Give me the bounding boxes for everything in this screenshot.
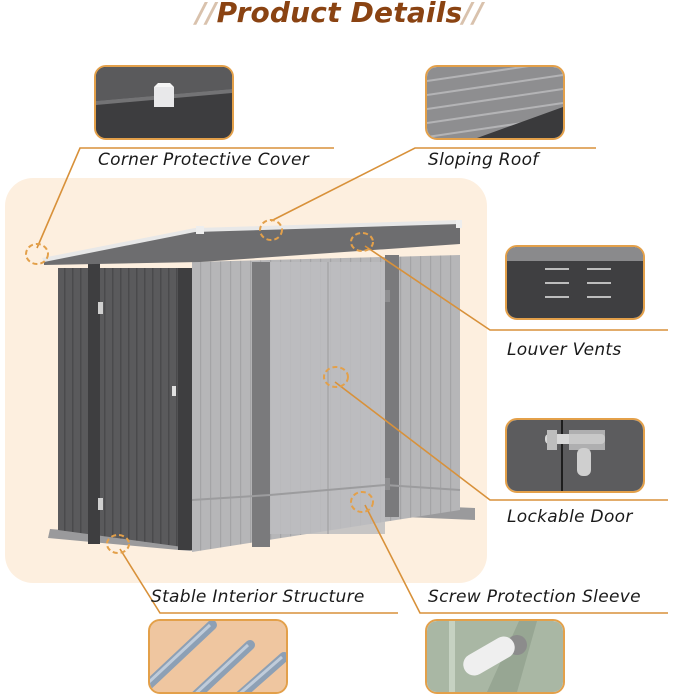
leader-line-screw — [364, 504, 668, 614]
title-text: Product Details — [216, 0, 463, 29]
thumb-lockable-door — [505, 418, 645, 493]
leader-line-roof — [270, 147, 596, 222]
label-stable-interior-structure: Stable Interior Structure — [151, 587, 365, 607]
label-corner-protective-cover: Corner Protective Cover — [98, 150, 309, 170]
thumb-interior-structure — [148, 619, 288, 694]
label-screw-protection-sleeve: Screw Protection Sleeve — [428, 587, 641, 607]
thumb-screw-sleeve — [425, 619, 565, 694]
label-louver-vents: Louver Vents — [507, 340, 622, 360]
leader-line-structure — [119, 548, 398, 614]
label-lockable-door: Lockable Door — [507, 507, 633, 527]
thumb-sloping-roof — [425, 65, 565, 140]
title-decoration-right: // — [462, 0, 484, 29]
thumb-louver-vents — [505, 245, 645, 320]
leader-line-corner — [36, 147, 334, 249]
label-sloping-roof: Sloping Roof — [428, 150, 539, 170]
leader-line-door — [334, 381, 668, 501]
page-title: //Product Details// — [0, 0, 679, 29]
thumb-corner-cover — [94, 65, 234, 140]
title-decoration-left: // — [195, 0, 217, 29]
leader-line-vents — [364, 245, 668, 331]
